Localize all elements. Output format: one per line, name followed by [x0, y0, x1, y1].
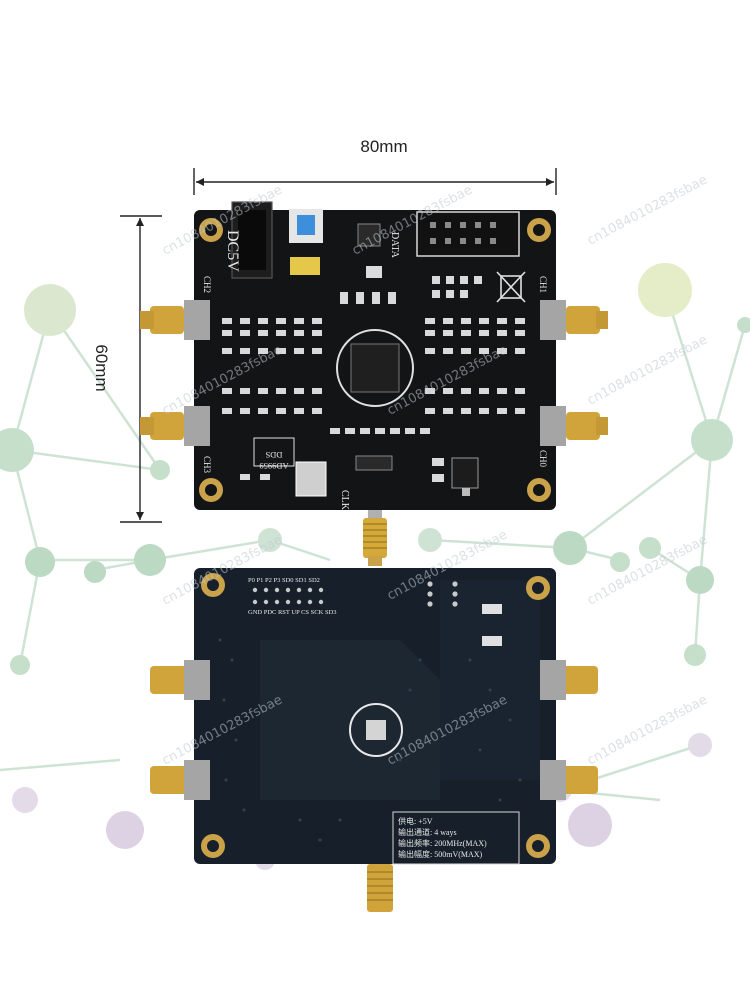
front-pcb: DC5V DATA CH2 CH3 CH1 CH0 CLK AD9959 DDS	[140, 201, 608, 566]
chip-name-line1: AD9959	[259, 461, 288, 471]
chip-outline	[336, 329, 414, 407]
width-dimension	[193, 168, 557, 195]
tantalum-capacitor	[290, 257, 320, 275]
back-smd-part	[482, 604, 502, 614]
chip-name-line2: DDS	[265, 450, 282, 460]
data-header	[416, 211, 520, 257]
spec-line-2: 输出通道: 4 ways	[398, 827, 457, 837]
chip-name-box	[253, 437, 295, 467]
back-pcb: P0 P1 P2 P3 SD0 SD1 SD2 GND PDC RST UP C…	[150, 568, 598, 912]
back-clk-sma-connector	[367, 864, 393, 912]
height-dimension	[120, 215, 162, 523]
ad9959-chip	[350, 343, 400, 393]
clk-label: CLK	[339, 490, 350, 511]
back-header-pads	[252, 581, 458, 607]
ch2-sma-connector	[150, 306, 184, 334]
spec-line-3: 输出频率: 200MHz(MAX)	[398, 838, 487, 848]
ch3-label: CH3	[202, 456, 212, 474]
ch0-label: CH0	[538, 450, 548, 468]
mounting-holes-front	[199, 218, 551, 502]
back-header-top-label: P0 P1 P2 P3 SD0 SD1 SD2	[248, 577, 320, 584]
crystal-oscillator	[295, 461, 327, 497]
ch3-sma-connector	[150, 412, 184, 440]
svg-text:cn1084010283fsbae: cn1084010283fsbae	[585, 693, 710, 769]
svg-text:cn1084010283fsbae: cn1084010283fsbae	[585, 173, 710, 249]
mounting-holes-back	[201, 573, 550, 858]
ch2-label: CH2	[202, 276, 212, 293]
back-thermal-pad	[366, 720, 386, 740]
back-smd-part-2	[482, 636, 502, 646]
data-label: DATA	[389, 232, 400, 259]
ch1-label: CH1	[538, 276, 548, 293]
ch0-sma-connector	[566, 412, 600, 440]
spec-box	[392, 811, 520, 865]
back-header-bottom-label: GND PDC RST UP CS SCK SD3	[248, 609, 337, 616]
spec-line-1: 供电: +5V	[398, 816, 433, 826]
back-right-top-sma	[560, 666, 598, 694]
height-label: 60mm	[92, 344, 111, 391]
ch1-sma-connector	[566, 306, 600, 334]
spec-line-4: 输出幅度: 500mV(MAX)	[398, 849, 483, 859]
back-chip-outline	[349, 703, 403, 757]
smd-components	[222, 276, 525, 482]
back-right-bottom-sma	[560, 766, 598, 794]
power-label: DC5V	[224, 230, 241, 272]
width-label: 80mm	[360, 137, 407, 156]
data-header-pins	[430, 222, 496, 244]
back-left-bottom-sma	[150, 766, 188, 794]
back-left-top-sma	[150, 666, 188, 694]
background-nodes	[0, 263, 750, 870]
via-field	[218, 638, 522, 842]
weee-symbol	[496, 271, 526, 303]
